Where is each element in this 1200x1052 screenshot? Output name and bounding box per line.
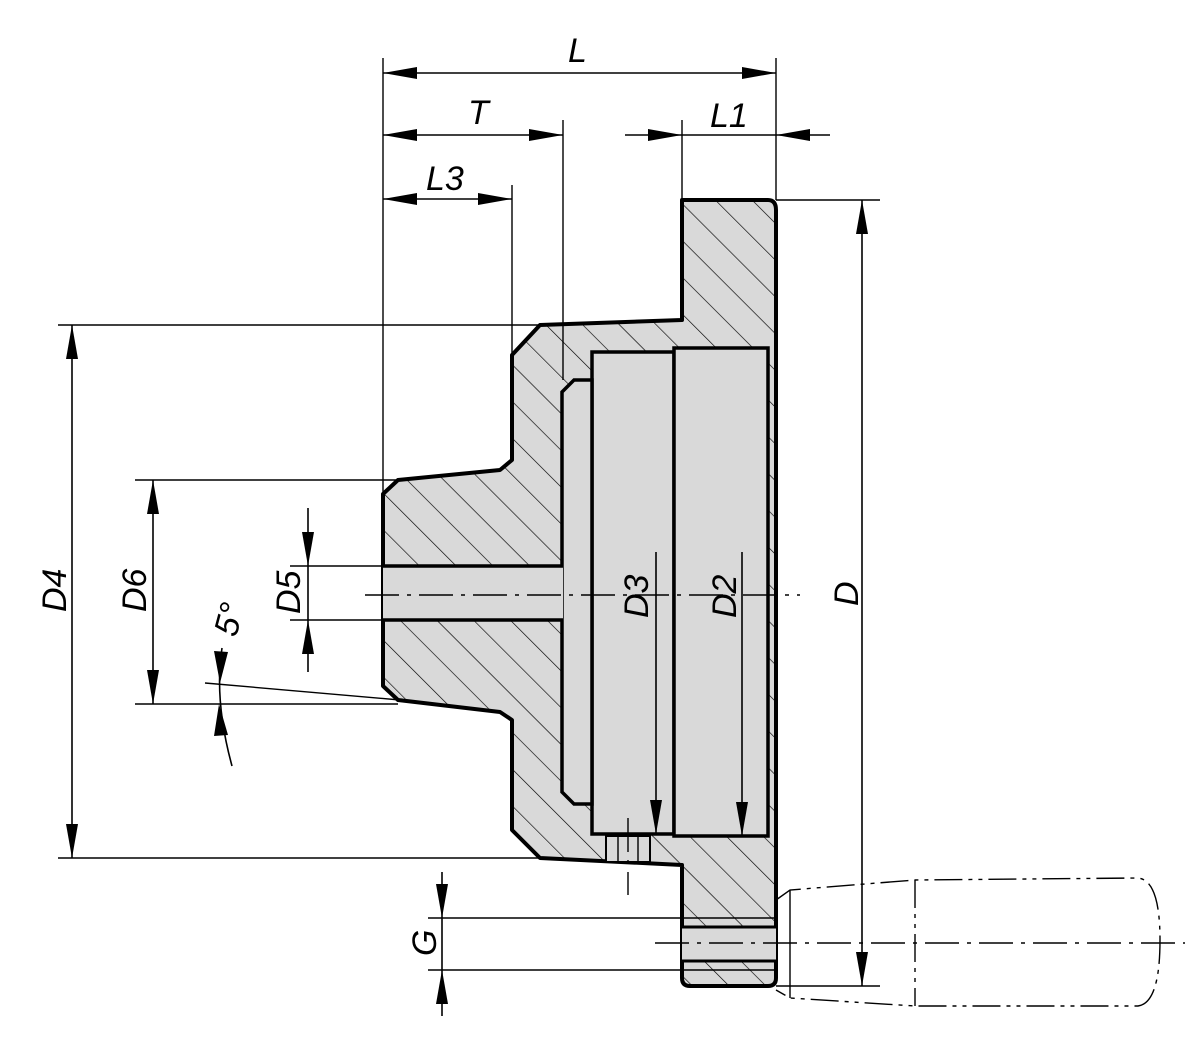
bore-d2 (672, 346, 770, 838)
extension-lines (58, 58, 880, 987)
label-d5: D5 (270, 570, 308, 614)
label-l3: L3 (426, 160, 464, 198)
label-d2: D2 (706, 574, 744, 618)
label-d6: D6 (116, 568, 154, 612)
dimension-lines (66, 67, 868, 1016)
label-l: L (568, 32, 587, 70)
label-d3: D3 (618, 574, 656, 618)
label-d: D (828, 581, 866, 606)
part-section (381, 198, 778, 988)
label-l1: L1 (710, 97, 748, 135)
label-angle: 5° (207, 599, 252, 640)
label-g: G (406, 930, 444, 956)
bore-d3 (590, 350, 676, 836)
bore-d5 (383, 566, 563, 620)
recess-groove (560, 378, 594, 806)
handle-phantom (655, 877, 1185, 1007)
label-t: T (468, 94, 491, 132)
label-d4: D4 (36, 569, 74, 612)
handle-thread-hole (682, 927, 776, 961)
